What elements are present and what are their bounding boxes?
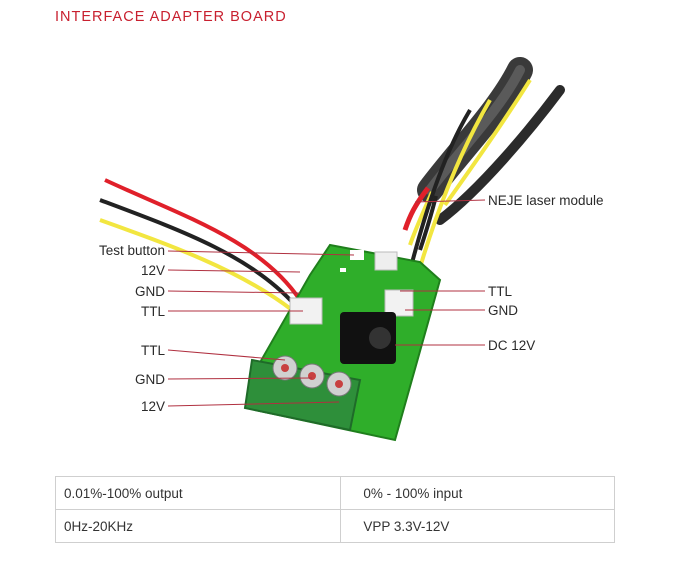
spec-table: 0.01%-100% output 0% - 100% input 0Hz-20… xyxy=(54,476,615,543)
spec-cell: VPP 3.3V-12V xyxy=(340,509,615,543)
label-test-button: Test button xyxy=(98,243,165,258)
left-connector xyxy=(289,297,323,325)
table-row: 0Hz-20KHz VPP 3.3V-12V xyxy=(54,509,615,543)
spec-cell: 0% - 100% input xyxy=(340,476,615,510)
page-title: INTERFACE ADAPTER BOARD xyxy=(55,9,287,25)
label-terminal-12v: 12V xyxy=(140,399,165,414)
label-terminal-ttl: TTL xyxy=(140,343,165,358)
dc-jack xyxy=(340,312,396,364)
label-right-gnd: GND xyxy=(488,303,518,318)
label-terminal-gnd: GND xyxy=(135,372,165,387)
spec-cell: 0.01%-100% output xyxy=(54,476,342,510)
adapter-board-diagram xyxy=(99,57,565,442)
laser-module-cable xyxy=(402,57,565,296)
test-button xyxy=(350,250,364,260)
right-connector xyxy=(384,289,414,317)
label-left-ttl: TTL xyxy=(140,304,165,319)
left-wires xyxy=(99,178,302,312)
label-laser-module: NEJE laser module xyxy=(488,193,604,208)
leader-lines xyxy=(167,199,486,407)
label-dc-12v: DC 12V xyxy=(488,338,536,353)
label-right-ttl: TTL xyxy=(488,284,513,299)
label-left-12v: 12V xyxy=(140,263,165,278)
screw-terminal xyxy=(243,355,362,432)
label-left-gnd: GND xyxy=(135,284,165,299)
table-row: 0.01%-100% output 0% - 100% input xyxy=(54,476,615,510)
spec-cell: 0Hz-20KHz xyxy=(54,509,342,543)
